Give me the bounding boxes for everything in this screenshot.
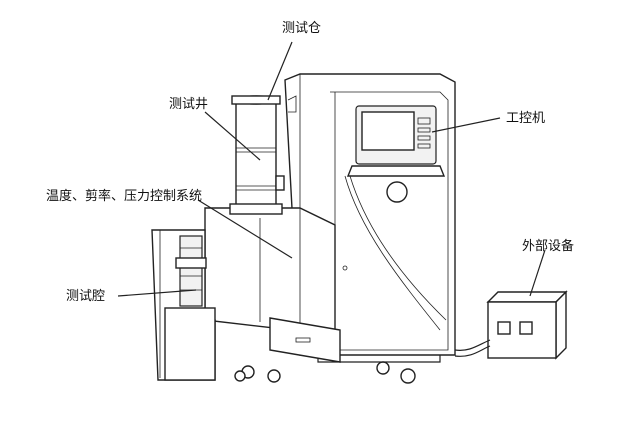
leader-lines — [117, 41, 546, 297]
leader-test-cavity — [117, 289, 197, 297]
leader-industrial-pc — [431, 117, 501, 133]
control-module — [204, 207, 341, 383]
label-industrial-pc: 工控机 — [506, 111, 545, 126]
leader-control-system — [197, 199, 293, 259]
leader-test-chamber — [267, 41, 293, 101]
test-well-column — [229, 95, 297, 215]
label-test-chamber: 测试仓 — [282, 21, 321, 36]
label-test-well: 测试井 — [169, 97, 208, 112]
label-external-equipment: 外部设备 — [522, 238, 574, 254]
leader-external-equipment — [529, 249, 546, 297]
external-equipment-box — [454, 290, 568, 360]
label-test-cavity: 测试腔 — [66, 289, 105, 304]
leader-test-well — [204, 111, 261, 161]
test-cavity-unit — [151, 229, 246, 382]
label-control-system: 温度、剪率、压力控制系统 — [46, 188, 202, 204]
